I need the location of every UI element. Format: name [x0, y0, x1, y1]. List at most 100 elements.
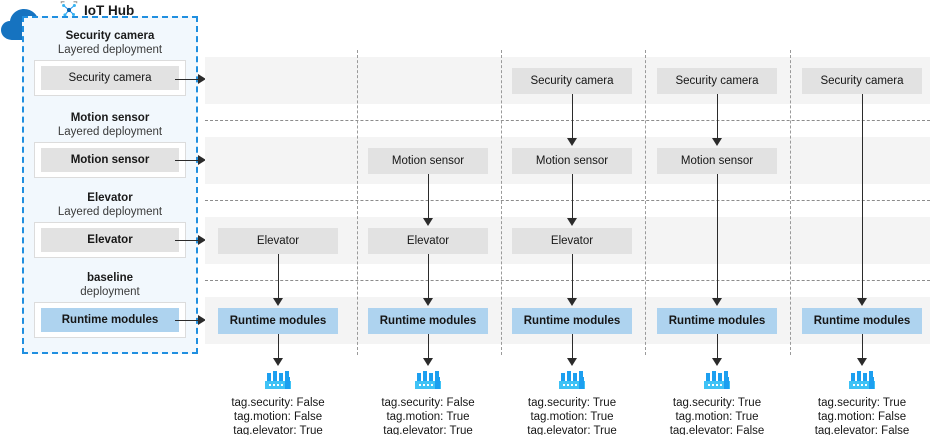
arrowhead-col5-device: [857, 358, 867, 366]
deployment-module-chip[interactable]: Security camera: [41, 66, 179, 90]
deployment-name: Elevator: [87, 192, 133, 204]
arrowhead-col2-elevator: [423, 218, 433, 226]
arrow-elevator-to-runtime-col1: [278, 254, 279, 300]
arrowhead-col3-motion: [567, 138, 577, 146]
grid-node-elevator-col3[interactable]: Elevator: [512, 228, 632, 254]
row-separator: [205, 280, 930, 281]
arrowhead-col2-runtime: [423, 298, 433, 306]
tag-motion: tag.motion: True: [386, 411, 470, 423]
connector-arrowhead-security: [198, 74, 206, 84]
tag-security: tag.security: False: [381, 397, 475, 409]
arrowhead-col1-runtime: [273, 298, 283, 306]
arrow-elevator-to-runtime-col3: [572, 254, 573, 300]
tag-security: tag.security: False: [231, 397, 325, 409]
deployment-group-baseline[interactable]: baseline deployment Runtime modules: [34, 272, 186, 338]
hub-title-label: IoT Hub: [84, 2, 135, 18]
deployment-type: Layered deployment: [57, 44, 163, 56]
tag-motion: tag.motion: True: [530, 411, 614, 423]
arrow-runtime-to-device-col3: [572, 334, 573, 360]
factory-icon: [847, 366, 877, 392]
arrow-runtime-to-device-col5: [862, 334, 863, 360]
arrowhead-col3-elevator: [567, 218, 577, 226]
arrow-runtime-to-device-col2: [428, 334, 429, 360]
tag-security: tag.security: True: [817, 397, 907, 409]
column-divider: [790, 50, 791, 355]
column-divider: [645, 50, 646, 355]
grid-node-runtime-col1[interactable]: Runtime modules: [218, 308, 338, 334]
tag-elevator: tag.elevator: True: [233, 425, 323, 435]
connector-line-runtime: [175, 320, 199, 321]
tag-security: tag.security: True: [527, 397, 617, 409]
device-tags-col2: tag.security: False tag.motion: True tag…: [353, 396, 503, 435]
deployment-name: Security camera: [65, 30, 155, 42]
arrow-elevator-to-runtime-col2: [428, 254, 429, 300]
arrowhead-col3-runtime: [567, 298, 577, 306]
tag-motion: tag.motion: False: [817, 411, 907, 423]
grid-node-runtime-col2[interactable]: Runtime modules: [368, 308, 488, 334]
tag-motion: tag.motion: True: [675, 411, 759, 423]
grid-node-motion-col2[interactable]: Motion sensor: [368, 148, 488, 174]
tag-elevator: tag.elevator: True: [527, 425, 617, 435]
grid-node-motion-col4[interactable]: Motion sensor: [657, 148, 777, 174]
deployment-name: baseline: [86, 272, 134, 284]
arrowhead-col3-device: [567, 358, 577, 366]
arrow-motion-to-elevator-col2: [428, 174, 429, 220]
grid-node-security-col5[interactable]: Security camera: [802, 68, 922, 94]
grid-node-runtime-col3[interactable]: Runtime modules: [512, 308, 632, 334]
grid-node-security-col4[interactable]: Security camera: [657, 68, 777, 94]
arrow-runtime-to-device-col1: [278, 334, 279, 360]
deployment-type: Layered deployment: [57, 126, 163, 138]
tag-motion: tag.motion: False: [233, 411, 323, 423]
device-tags-col3: tag.security: True tag.motion: True tag.…: [497, 396, 647, 435]
arrow-motion-to-elevator-col3: [572, 174, 573, 220]
deployment-group-security-camera[interactable]: Security camera Layered deployment Secur…: [34, 30, 186, 96]
connector-line-security: [175, 79, 199, 80]
grid-node-elevator-col1[interactable]: Elevator: [218, 228, 338, 254]
arrowhead-col4-runtime: [712, 298, 722, 306]
deployment-module-chip[interactable]: Elevator: [41, 228, 179, 252]
factory-icon: [413, 366, 443, 392]
grid-node-motion-col3[interactable]: Motion sensor: [512, 148, 632, 174]
tag-elevator: tag.elevator: True: [383, 425, 473, 435]
deployment-box: Elevator: [34, 222, 186, 258]
factory-icon: [702, 366, 732, 392]
arrow-runtime-to-device-col4: [717, 334, 718, 360]
factory-icon: [263, 366, 293, 392]
deployment-module-chip[interactable]: Motion sensor: [41, 148, 179, 172]
grid-node-runtime-col5[interactable]: Runtime modules: [802, 308, 922, 334]
device-tags-col5: tag.security: True tag.motion: False tag…: [787, 396, 935, 435]
deployment-module-chip[interactable]: Runtime modules: [41, 308, 179, 332]
arrowhead-col1-device: [273, 358, 283, 366]
connector-line-motion: [175, 160, 199, 161]
arrowhead-col5-runtime: [857, 298, 867, 306]
deployment-box: Security camera: [34, 60, 186, 96]
device-tags-col1: tag.security: False tag.motion: False ta…: [203, 396, 353, 435]
grid-node-elevator-col2[interactable]: Elevator: [368, 228, 488, 254]
deployment-name: Motion sensor: [70, 112, 150, 124]
row-separator: [205, 200, 930, 201]
deployment-box: Runtime modules: [34, 302, 186, 338]
column-divider: [501, 50, 502, 355]
arrowhead-col4-motion: [712, 138, 722, 146]
connector-line-elevator: [175, 240, 199, 241]
deployment-type: deployment: [80, 286, 140, 298]
arrowhead-col4-device: [712, 358, 722, 366]
arrow-motion-to-runtime-col4: [717, 174, 718, 300]
connector-arrowhead-motion: [198, 155, 206, 165]
deployment-group-elevator[interactable]: Elevator Layered deployment Elevator: [34, 192, 186, 258]
connector-arrowhead-elevator: [198, 235, 206, 245]
device-col3: tag.security: True tag.motion: True tag.…: [497, 366, 647, 435]
arrow-security-to-motion-col3: [572, 94, 573, 140]
arrow-security-to-runtime-col5: [862, 94, 863, 300]
device-col4: tag.security: True tag.motion: True tag.…: [642, 366, 792, 435]
grid-node-runtime-col4[interactable]: Runtime modules: [657, 308, 777, 334]
factory-icon: [557, 366, 587, 392]
column-divider: [357, 50, 358, 355]
deployment-group-motion-sensor[interactable]: Motion sensor Layered deployment Motion …: [34, 112, 186, 178]
device-col2: tag.security: False tag.motion: True tag…: [353, 366, 503, 435]
connector-arrowhead-runtime: [198, 315, 206, 325]
grid-node-security-col3[interactable]: Security camera: [512, 68, 632, 94]
row-separator: [205, 120, 930, 121]
deployment-box: Motion sensor: [34, 142, 186, 178]
